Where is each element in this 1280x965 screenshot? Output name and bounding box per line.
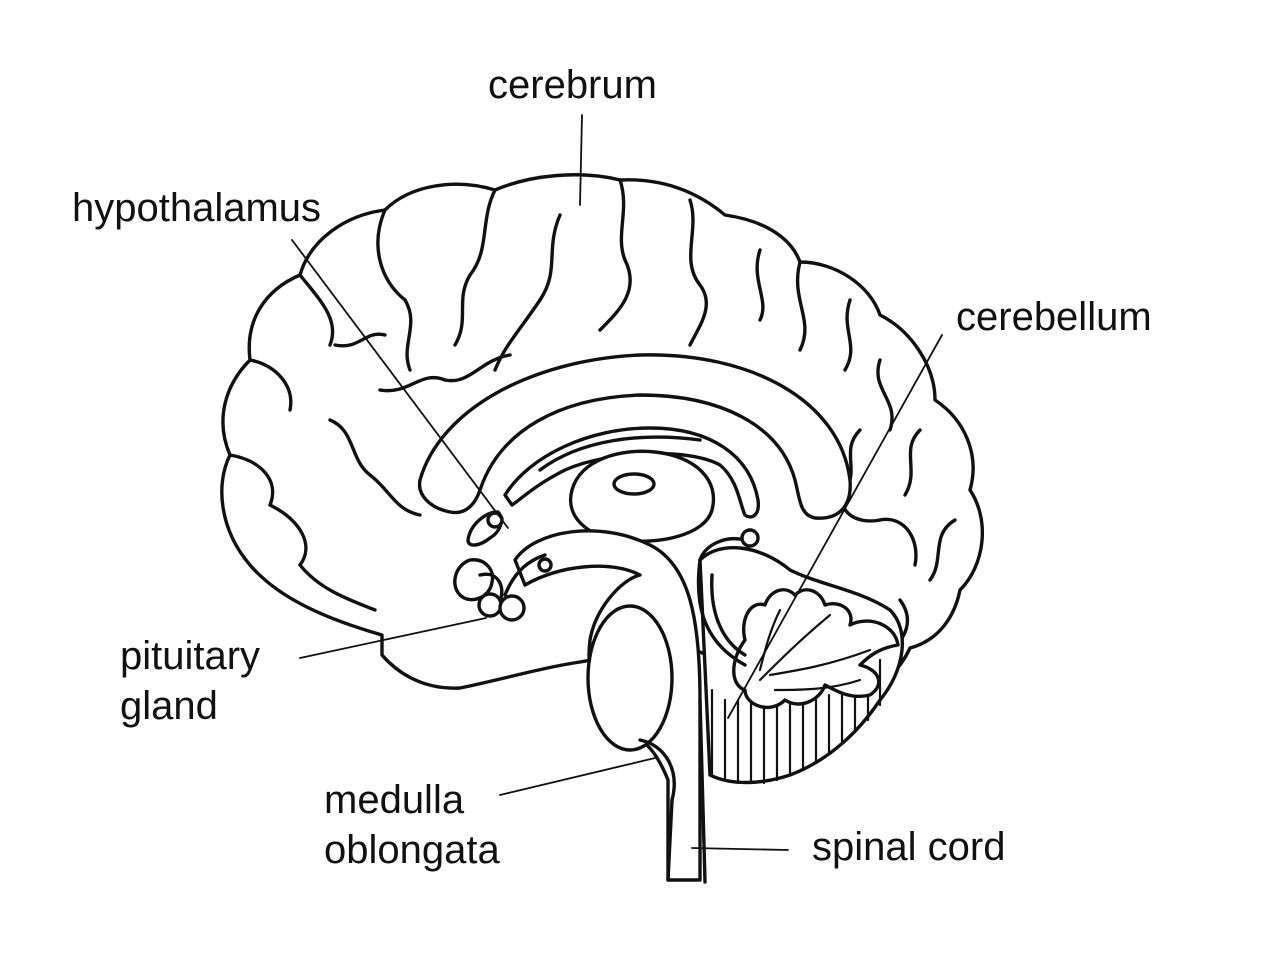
ventricle	[538, 435, 702, 472]
pons	[586, 604, 674, 752]
label-cerebrum: cerebrum	[488, 63, 657, 107]
label-spinal-cord: spinal cord	[812, 825, 1006, 869]
label-pituitary-gland: pituitary gland	[120, 631, 260, 731]
leader-cerebrum	[579, 114, 583, 206]
leader-cerebellum	[727, 334, 943, 719]
label-pituitary-gland-line1: pituitary	[120, 634, 261, 678]
label-cerebellum: cerebellum	[956, 295, 1152, 339]
spinal-cord-left	[666, 798, 674, 882]
medulla-oblongata	[638, 738, 676, 802]
fornix	[503, 426, 760, 519]
label-pituitary-gland-line2: gland	[120, 684, 218, 728]
thalamus	[568, 449, 716, 543]
leader-hypothalamus	[291, 239, 509, 529]
thalamus-center	[612, 472, 656, 496]
label-medulla-oblongata-line2: oblongata	[324, 828, 500, 872]
leader-medulla-oblongata	[499, 757, 656, 796]
spinal-cord	[698, 698, 707, 884]
label-medulla-oblongata-line1: medulla	[324, 778, 465, 822]
cerebrum-folds	[228, 178, 957, 652]
pituitary-gland	[453, 553, 553, 622]
arbor-vitae	[732, 588, 900, 710]
leader-pituitary-gland	[299, 617, 487, 659]
fourth-ventricle	[696, 528, 760, 667]
label-hypothalamus: hypothalamus	[72, 186, 322, 230]
label-medulla-oblongata: medulla oblongata	[324, 775, 500, 875]
leader-spinal-cord	[691, 847, 789, 851]
